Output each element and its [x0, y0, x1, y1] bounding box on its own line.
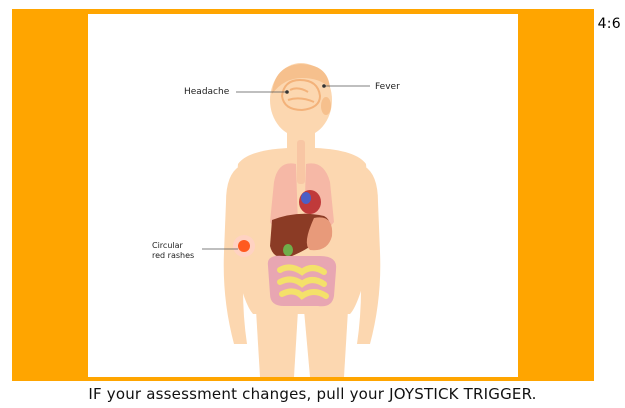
frame-edge-right: [464, 377, 518, 381]
fever-label: Fever: [375, 82, 400, 92]
intestines: [268, 256, 336, 307]
human-body-symptoms-illustration: Headache Fever Circular red rashes: [88, 14, 518, 377]
headache-label: Headache: [184, 87, 230, 97]
instruction-text: IF your assessment changes, pull your JO…: [0, 385, 625, 403]
gallbladder: [283, 244, 293, 256]
ear: [321, 97, 331, 115]
frame-edge-left: [88, 377, 142, 381]
countdown-timer: 4:6: [598, 16, 621, 32]
rash-marker: [233, 235, 255, 257]
trachea: [297, 140, 305, 184]
rash-label-line1: Circular: [152, 241, 184, 250]
heart: [299, 190, 321, 214]
rash-label-line2: red rashes: [152, 251, 194, 260]
